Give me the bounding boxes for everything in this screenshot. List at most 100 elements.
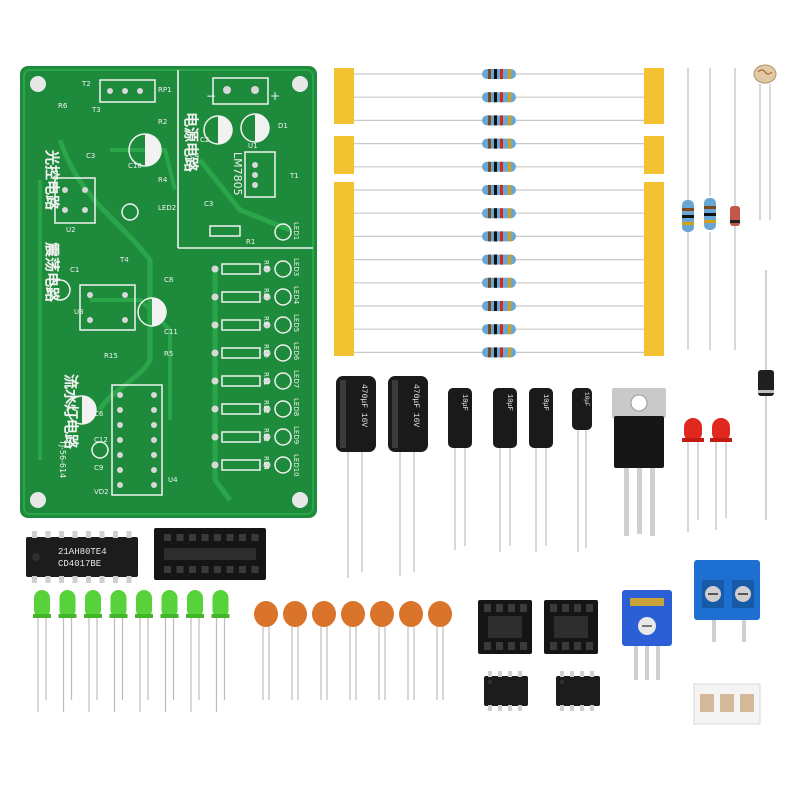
led-label: LED6 [292,342,300,361]
resistor-label: R14 [262,456,270,470]
taped-resistor [482,324,516,335]
resistor-label: R8 [262,288,270,297]
resistor-label: R12 [262,400,270,414]
taped-resistor [482,301,516,311]
green-led [211,590,230,618]
ref-label: T1 [289,172,299,180]
section-label-power: 电源电路 [182,112,200,173]
ref-label: T3 [91,106,101,114]
led-label: LED1 [292,222,300,240]
ceramic-capacitor [370,601,394,627]
ref-label: R15 [104,352,118,360]
taped-resistor [482,185,516,195]
ref-label: U4 [168,476,178,484]
taped-resistor [482,254,516,265]
ref-label: C2 [200,136,209,144]
led-label: LED4 [292,286,300,305]
ref-label: C11 [164,328,178,336]
resistor-label: R13 [262,428,270,442]
board-code: TJ-56-614 [58,439,67,478]
trimmer-potentiometer [622,590,672,680]
green-led [58,590,77,618]
led-label: LED9 [292,426,300,444]
led-label: LED3 [292,258,300,276]
cap-label: 470μF 16V [359,384,368,427]
electrolytic-capacitors: 470μF 16V 470μF 16V 10μF 10μF 10μF 10μF [336,376,592,578]
terminal-block [694,560,760,642]
resistor-label: R9 [262,316,270,325]
ref-label: R1 [246,238,255,246]
resistor-label: R7 [262,260,270,269]
taped-resistor [482,69,516,79]
ceramic-capacitor [428,601,452,627]
taped-resistor [482,92,516,103]
cap-label: 10μF [583,392,590,407]
dip8-socket [544,600,598,654]
dip8-chips [484,671,600,711]
ref-label: RP1 [158,86,172,94]
taped-resistor [482,277,516,288]
cap-label: 10μF [541,394,549,411]
dip8-chip [556,671,600,711]
ref-label: C3 [86,152,95,160]
ref-label: D1 [278,122,288,130]
green-led [84,590,102,618]
smd-component-strip [693,683,761,725]
dip8-socket [478,600,532,654]
ref-label: C1 [70,266,79,274]
red-led [684,418,702,442]
cap-label: 10μF [505,394,513,411]
dip16-chip: 21AH80TE4 CD4017BE [26,531,138,583]
voltage-regulator [612,388,666,536]
ref-label: LED2 [158,204,176,212]
photoresistor [753,64,777,84]
ref-label: VD2 [94,488,109,496]
pcb-board: 电源电路 光控电路 震荡电路 流水灯电路 TJ-56-614 LM7805 + … [20,66,317,518]
ref-label: C9 [94,464,103,472]
ref-label: C10 [128,162,142,170]
plus-sign: + [270,89,280,103]
led-label: LED10 [292,454,300,477]
ceramic-caps [254,601,452,700]
chip-text: CD4017BE [58,559,101,569]
mount-hole [292,76,308,92]
ref-label: R4 [158,176,168,184]
green-led [160,590,179,618]
ref-label: R5 [164,350,173,358]
dip8-sockets [478,600,598,654]
loose-parts [682,64,777,520]
ref-label: C3 [204,200,213,208]
ref-label: C8 [164,276,173,284]
led-label: LED7 [292,370,300,388]
section-label-flowing-light: 流水灯电路 [62,374,80,450]
taped-resistor [482,161,516,172]
electrolytic-cap-small [493,388,517,448]
ceramic-capacitor [254,601,278,627]
ref-label: T4 [119,256,129,264]
dip8-chip [484,671,528,711]
red-leds [682,418,732,532]
ceramic-capacitor [312,601,336,627]
led-label: LED8 [292,398,300,416]
electrolytic-cap-small [572,388,592,430]
taped-resistor [482,115,516,126]
taped-resistor-strip [334,68,664,358]
green-led [33,590,51,618]
led-label: LED5 [292,314,300,332]
mount-hole [30,492,46,508]
ref-label: T2 [81,80,91,88]
red-led [712,418,730,442]
mount-hole [30,76,46,92]
resistor-label: R11 [262,372,270,386]
minus-sign: − [206,89,216,103]
green-led [186,590,204,618]
regulator-silk-label: LM7805 [231,152,244,196]
rectifier-diode [758,370,774,396]
ceramic-capacitor [399,601,423,627]
led-resistor-array [209,225,261,471]
resistor-label: R10 [262,344,270,358]
chip-text: 21AH80TE4 [58,547,107,557]
section-label-photo-control: 光控电路 [43,149,61,211]
ref-label: U3 [74,308,84,316]
